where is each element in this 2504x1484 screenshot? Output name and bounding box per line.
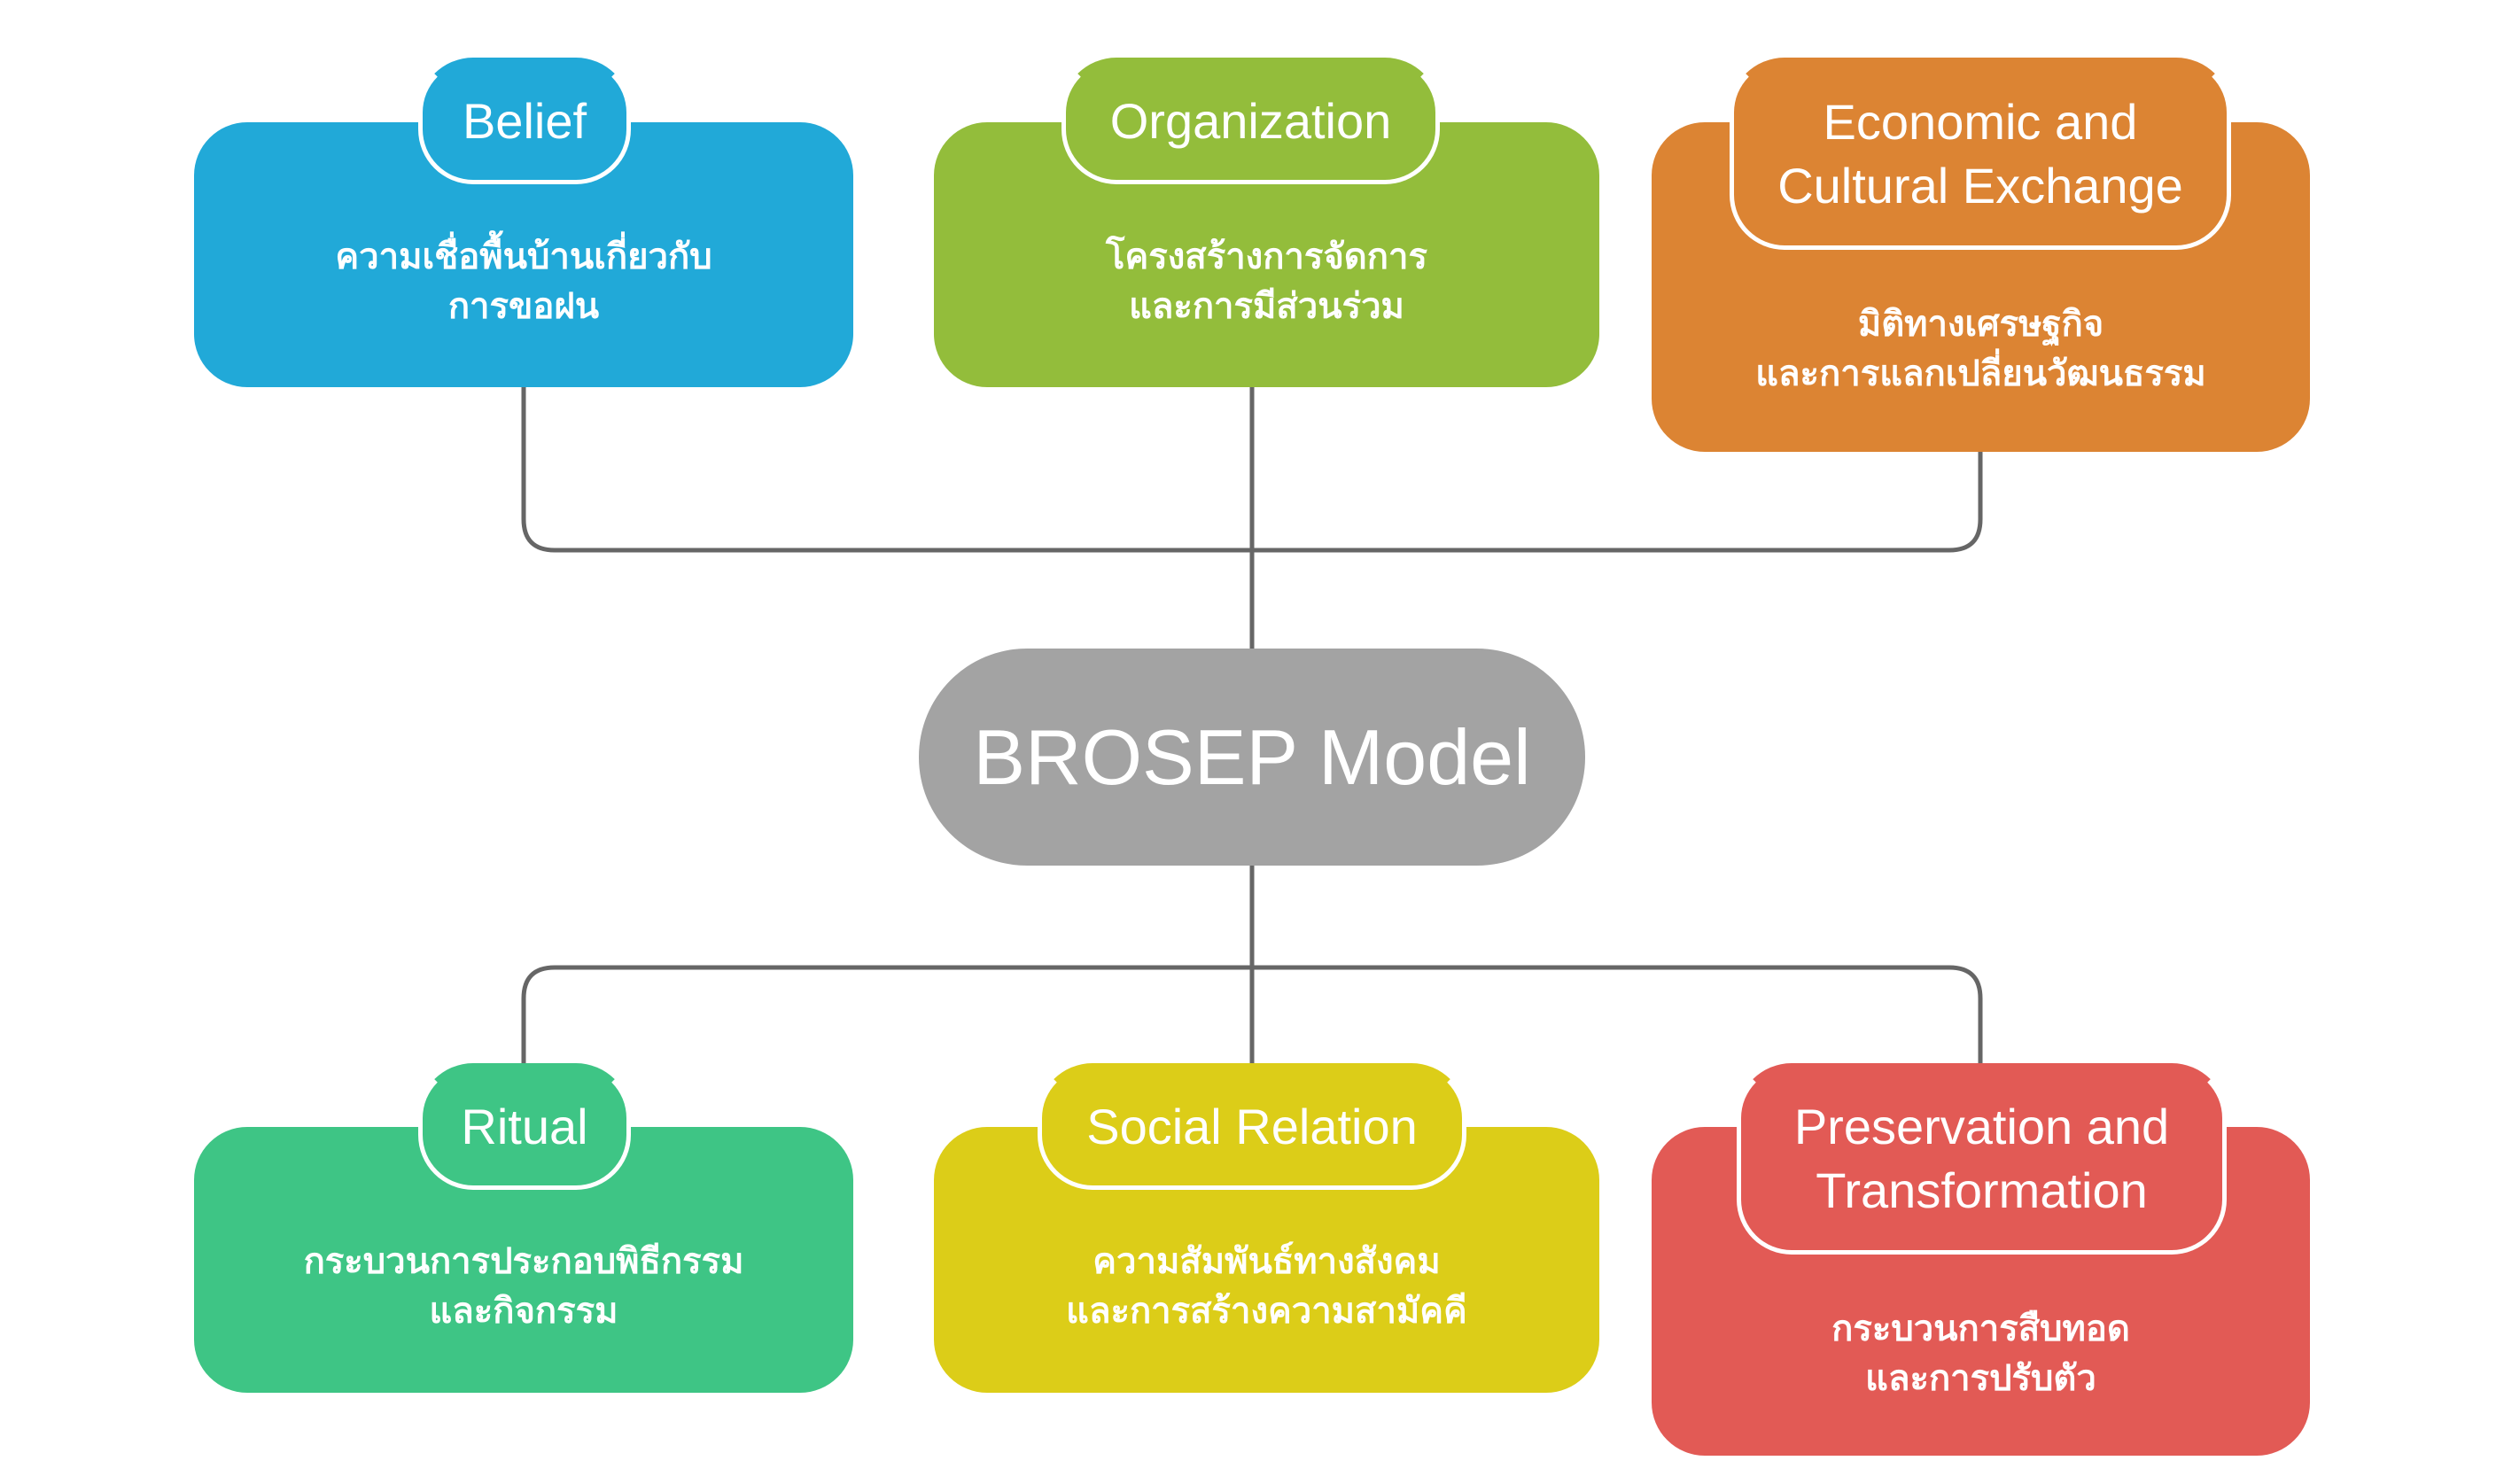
belief-title-tab: Belief	[418, 58, 631, 184]
center-node-label: BROSEP Model	[973, 712, 1531, 801]
preservation-title: Preservation and Transformation	[1793, 1099, 2170, 1218]
social-relation-description: ความสัมพันธ์ทางสังคม และการสร้างความสามั…	[1066, 1241, 1467, 1332]
ritual-description: กระบวนการประกอบพิธีกรรม และกิจกรรม	[303, 1241, 744, 1332]
social-relation-title: Social Relation	[1086, 1098, 1418, 1154]
preservation-title-tab: Preservation and Transformation	[1737, 1063, 2227, 1255]
social-relation-title-tab: Social Relation	[1038, 1063, 1466, 1190]
economic-description: มิติทางเศรษฐกิจ และการแลกเปลี่ยนวัฒนธรรม	[1755, 304, 2206, 394]
organization-title: Organization	[1109, 92, 1392, 149]
economic-title-tab: Economic and Cultural Exchange	[1730, 58, 2231, 250]
organization-card: โครงสร้างการจัดการ และการมีส่วนร่วม	[934, 122, 1599, 387]
preservation-description: กระบวนการสืบทอด และการปรับตัว	[1831, 1308, 2130, 1399]
belief-description: ความเชื่อพื้นบ้านเกี่ยวกับ การขอฝน	[335, 236, 712, 327]
ritual-title: Ritual	[461, 1098, 588, 1154]
organization-title-tab: Organization	[1061, 58, 1440, 184]
economic-title: Economic and Cultural Exchange	[1777, 93, 2183, 214]
organization-description: โครงสร้างการจัดการ และการมีส่วนร่วม	[1106, 236, 1427, 327]
belief-title: Belief	[462, 92, 587, 149]
center-node: BROSEP Model	[919, 649, 1585, 866]
ritual-title-tab: Ritual	[418, 1063, 631, 1190]
bottom-bracket-connector	[521, 965, 1983, 1066]
